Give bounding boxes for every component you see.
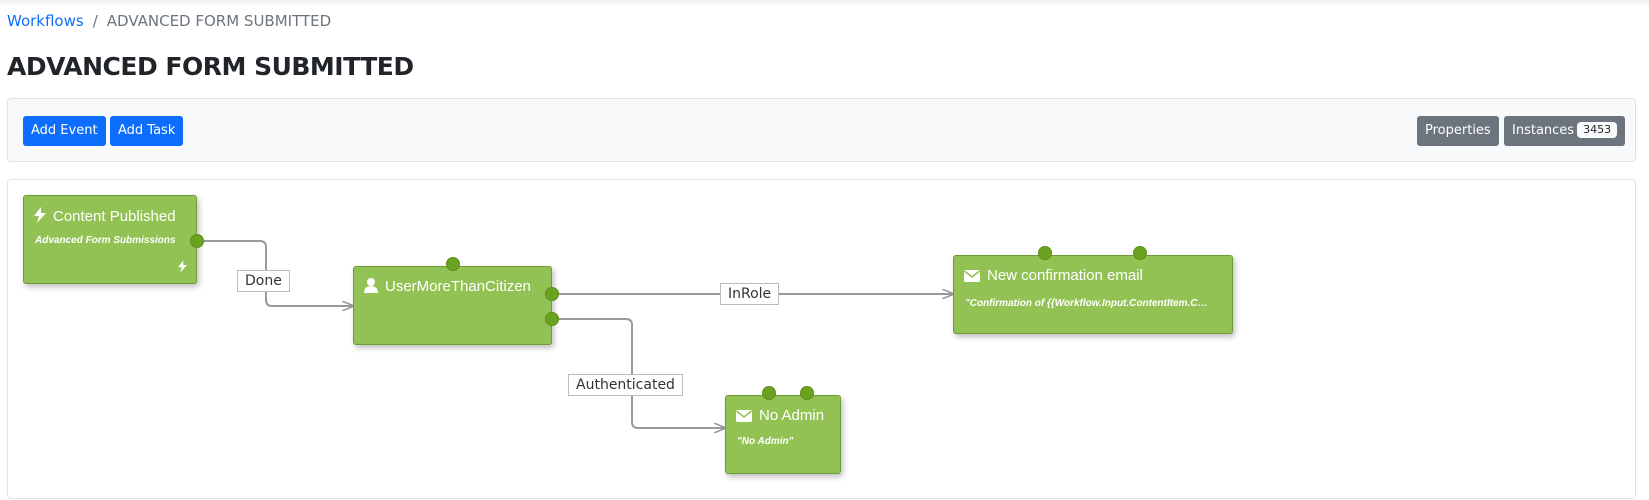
instances-count-badge: 3453: [1577, 122, 1618, 138]
page-title: ADVANCED FORM SUBMITTED: [7, 52, 414, 81]
envelope-icon: [964, 270, 980, 282]
activity-content-published[interactable]: Content Published Advanced Form Submissi…: [23, 195, 197, 284]
endpoint-input[interactable]: [1038, 246, 1052, 260]
envelope-icon: [736, 410, 752, 422]
endpoint-output[interactable]: [800, 386, 814, 400]
user-icon: [364, 278, 378, 293]
activity-title: Content Published: [34, 207, 176, 225]
activity-title: No Admin: [736, 407, 824, 424]
activity-subtitle: "Confirmation of {{Workflow.Input.Conten…: [965, 298, 1208, 309]
activity-title: New confirmation email: [964, 267, 1143, 284]
add-event-button[interactable]: Add Event: [23, 116, 106, 146]
activity-no-admin[interactable]: No Admin "No Admin": [725, 395, 841, 474]
bolt-icon: [34, 207, 46, 223]
endpoint-done[interactable]: [190, 234, 204, 248]
endpoint-input[interactable]: [446, 257, 460, 271]
activity-title: UserMoreThanCitizen: [364, 278, 531, 295]
edge-label-done: Done: [237, 270, 290, 292]
endpoint-in-role[interactable]: [545, 287, 559, 301]
breadcrumb-workflows-link[interactable]: Workflows: [7, 12, 84, 30]
breadcrumb: Workflows / ADVANCED FORM SUBMITTED: [7, 12, 331, 30]
breadcrumb-current: ADVANCED FORM SUBMITTED: [106, 12, 332, 30]
endpoint-input[interactable]: [762, 386, 776, 400]
activity-subtitle: "No Admin": [737, 436, 794, 447]
endpoint-output[interactable]: [1133, 246, 1147, 260]
activity-user-more-than-citizen[interactable]: UserMoreThanCitizen: [353, 266, 552, 345]
breadcrumb-separator: /: [92, 12, 98, 30]
edge-label-in-role: InRole: [720, 283, 780, 305]
workflow-canvas[interactable]: Done InRole Authenticated Content Publis…: [7, 179, 1636, 499]
instances-label: Instances: [1512, 123, 1575, 138]
edge-label-authenticated: Authenticated: [568, 374, 683, 396]
activity-new-confirmation-email[interactable]: New confirmation email "Confirmation of …: [953, 255, 1233, 334]
top-shadow: [0, 0, 1649, 6]
activity-subtitle: Advanced Form Submissions: [35, 235, 176, 246]
edge-authenticated[interactable]: [552, 318, 725, 428]
properties-button[interactable]: Properties: [1417, 116, 1499, 146]
bolt-icon: [178, 260, 187, 273]
add-task-button[interactable]: Add Task: [110, 116, 184, 146]
endpoint-authenticated[interactable]: [545, 312, 559, 326]
